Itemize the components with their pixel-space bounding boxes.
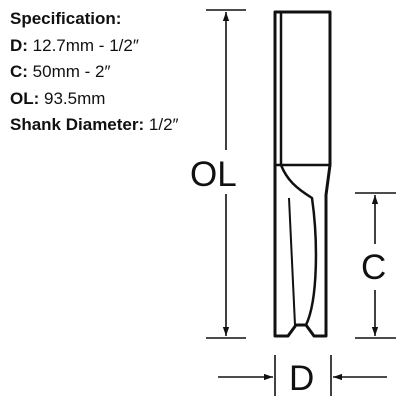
bit-outline — [273, 10, 332, 338]
spec-title: Specification: — [10, 9, 122, 28]
d-label: D — [289, 359, 314, 398]
spec-value-shank: 1/2″ — [144, 115, 179, 134]
specification-block: Specification: D: 12.7mm - 1/2″ C: 50mm … — [10, 6, 179, 139]
c-label: C — [361, 248, 386, 287]
ol-label: OL — [190, 155, 237, 194]
router-bit — [273, 10, 332, 338]
flute-curve — [279, 164, 318, 326]
spec-value-ol: 93.5mm — [39, 88, 106, 108]
spec-row-shank: Shank Diameter: 1/2″ — [10, 112, 179, 139]
spec-key-shank: Shank Diameter: — [10, 115, 145, 134]
c-dimension — [355, 192, 396, 339]
spec-key-c: C: — [10, 62, 28, 81]
spec-key-ol: OL: — [10, 88, 40, 108]
spec-row-ol: OL: 93.5mm — [10, 86, 179, 113]
flute-groove — [288, 197, 296, 326]
spec-row-d: D: 12.7mm - 1/2″ — [10, 33, 179, 60]
ol-dimension — [206, 9, 246, 339]
spec-key-d: D: — [10, 35, 28, 55]
spec-row-c: C: 50mm - 2″ — [10, 59, 179, 86]
d-dimension — [218, 355, 387, 396]
spec-value-d: 12.7mm - 1/2″ — [27, 35, 139, 55]
spec-value-c: 50mm - 2″ — [27, 62, 111, 81]
